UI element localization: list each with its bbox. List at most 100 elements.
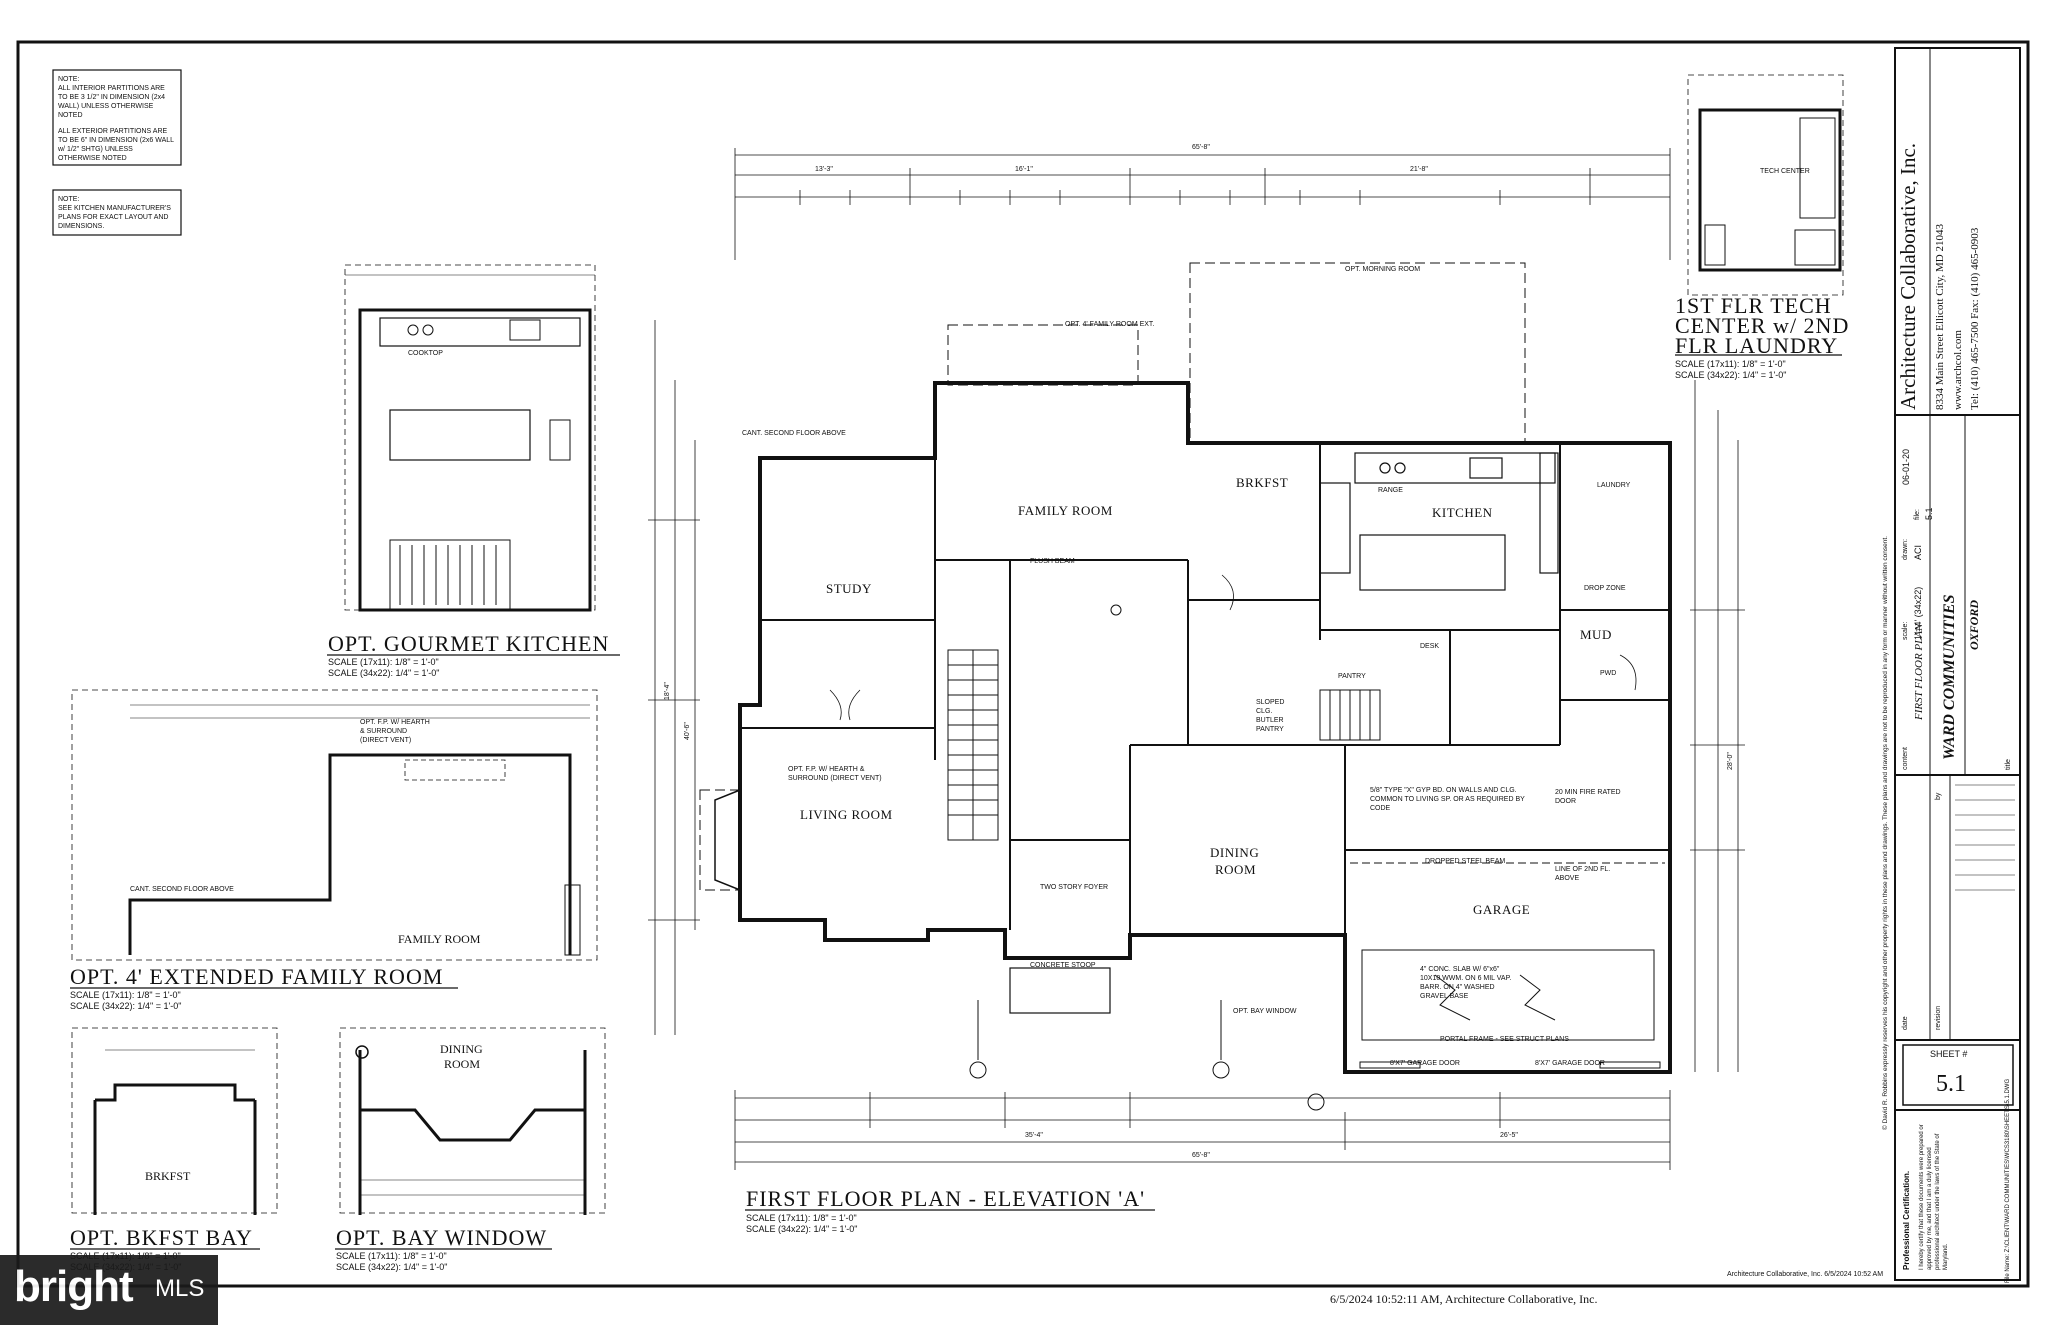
note-heading: NOTE: — [58, 76, 80, 83]
room-dining-line2: ROOM — [1215, 862, 1257, 877]
drawn-value: ACI — [1913, 544, 1923, 560]
dim-segment: 35'-4" — [1025, 1132, 1043, 1139]
scale-note: SCALE (34x22): 1/4" = 1'-0" — [746, 1224, 858, 1234]
sheet-number-box — [1902, 1044, 2014, 1106]
title-tech-center-line2: CENTER w/ 2ND — [1675, 313, 1850, 338]
room-bay-room: ROOM — [444, 1057, 481, 1071]
dim-segment: 18'-4" — [664, 682, 671, 700]
label-conc-slab: 4" CONC. SLAB W/ 6"x6" 10X10 WWM. ON 6 M… — [1420, 966, 1512, 1000]
title-tech-center-line3: FLR LAUNDRY — [1675, 333, 1839, 358]
dim-segment: 28'-0" — [1727, 752, 1734, 770]
note-partitions-interior: NOTE: ALL INTERIOR PARTITIONS ARE TO BE … — [58, 75, 176, 120]
room-mud: MUD — [1580, 627, 1612, 642]
room-laundry: LAUNDRY — [1597, 482, 1631, 489]
revision-by-header: by — [1935, 792, 1942, 800]
bay-window-inset — [339, 1027, 606, 1215]
main-plan-exterior — [738, 381, 1672, 1074]
gourmet-kitchen-inset — [344, 264, 596, 612]
note-heading: NOTE: — [58, 196, 80, 203]
label-gyp-bd: 5/8" TYPE "X" GYP BD. ON WALLS AND CLG. … — [1370, 787, 1525, 812]
title-bay-window: OPT. BAY WINDOW — [336, 1225, 548, 1250]
room-living: LIVING ROOM — [800, 807, 893, 822]
label-sloped-clg: SLOPED CLG. BUTLER PANTRY — [1256, 699, 1285, 733]
drawn-label: drawn: — [1902, 538, 1909, 560]
sheet-number: 5.1 — [1936, 1071, 1966, 1097]
date-value: 06-01-20 — [1901, 448, 1911, 485]
main-kitchen — [1319, 452, 1559, 591]
plot-stamp: 6/5/2024 10:52:11 AM, Architecture Colla… — [1330, 1292, 1598, 1306]
label-dropped-steel-beam: DROPPED STEEL BEAM — [1425, 858, 1506, 865]
label-concrete-stoop: CONCRETE STOOP — [1030, 962, 1096, 969]
main-stairs — [947, 649, 1381, 841]
dim-segment: 40'-6" — [684, 722, 691, 740]
label-portal-frame: PORTAL FRAME - SEE STRUCT PLANS — [1440, 1036, 1569, 1043]
room-kitchen: KITCHEN — [1432, 505, 1493, 520]
firm-website: www.archcol.com — [1952, 330, 1964, 410]
title-extended-family: OPT. 4' EXTENDED FAMILY ROOM — [70, 964, 444, 989]
label-range: RANGE — [1378, 487, 1403, 494]
door-swings — [829, 574, 1637, 721]
main-side-dimensions — [648, 320, 1745, 1072]
logo-mls: MLS — [155, 1275, 205, 1302]
scale-note: SCALE (34x22): 1/4" = 1'-0" — [1675, 370, 1787, 380]
room-family-ext: FAMILY ROOM — [398, 932, 481, 946]
label-opt-fireplace-ext: OPT. F.P. W/ HEARTH & SURROUND (DIRECT V… — [360, 719, 430, 744]
label-flush-beam: FLUSH BEAM — [1030, 558, 1075, 565]
scale-note: SCALE (17x11): 1/8" = 1'-0" — [328, 657, 439, 667]
dim-overall-top: 65'-8" — [1192, 144, 1210, 151]
dim-segment: 21'-8" — [1410, 166, 1428, 173]
room-two-story-foyer: TWO STORY FOYER — [1040, 884, 1109, 891]
label-garage-door: 8'X7' GARAGE DOOR — [1535, 1060, 1605, 1067]
client-name: WARD COMMUNITIES — [1941, 594, 1958, 760]
room-dining: DINING — [1210, 845, 1260, 860]
file-label: file: — [1914, 509, 1921, 520]
note-kitchen: NOTE: SEE KITCHEN MANUFACTURER'S PLANS F… — [58, 195, 176, 231]
title-tech-center-line1: 1ST FLR TECH — [1675, 293, 1832, 318]
file-path: File Name: Z:\CLIENT\WARD COMMUNITIES\WC… — [2005, 1078, 2011, 1283]
main-optional-outlines — [699, 262, 1526, 891]
logo-brand: bright — [14, 1262, 134, 1311]
scale-note: SCALE (34x22): 1/4" = 1'-0" — [70, 1001, 182, 1011]
note-text: ALL INTERIOR PARTITIONS ARE TO BE 3 1/2"… — [58, 85, 165, 119]
label-cant-second-ext: CANT. SECOND FLOOR ABOVE — [130, 886, 234, 893]
scale-note: SCALE (34x22): 1/4" = 1'-0" — [336, 1262, 448, 1272]
label-garage-door: 8'X7' GARAGE DOOR — [1390, 1060, 1460, 1067]
file-value: 5.1 — [1924, 507, 1934, 520]
scale-label: scale: — [1902, 621, 1909, 640]
bkfst-bay-inset — [71, 1027, 278, 1215]
project-name: OXFORD — [1967, 599, 1981, 650]
room-tech-center: TECH CENTER — [1760, 168, 1810, 175]
main-bottom-dimensions — [734, 1090, 1671, 1170]
certification-text: I hereby certify that these documents we… — [1919, 1124, 1949, 1270]
content-label: content — [1902, 747, 1909, 770]
title-bkfst-bay: OPT. BKFST BAY — [70, 1225, 253, 1250]
main-garage-details — [1350, 862, 1665, 1069]
dim-overall-bottom: 65'-8" — [1192, 1152, 1210, 1159]
label-opt-fireplace: OPT. F.P. W/ HEARTH & SURROUND (DIRECT V… — [788, 766, 882, 782]
dim-segment: 26'-5" — [1500, 1132, 1518, 1139]
label-family-ext: OPT. 4' FAMILY ROOM EXT. — [1065, 321, 1155, 328]
scale-note: SCALE (17x11): 1/8" = 1'-0" — [336, 1251, 447, 1261]
plot-stamp-small: Architecture Collaborative, Inc. 6/5/202… — [1727, 1271, 1884, 1278]
room-garage: GARAGE — [1473, 902, 1531, 917]
living-bay — [714, 789, 741, 891]
firm-name: Architecture Collaborative, Inc. — [1896, 142, 1920, 410]
room-family: FAMILY ROOM — [1018, 503, 1113, 518]
room-desk: DESK — [1420, 643, 1440, 650]
main-plan-interior — [740, 443, 1670, 1060]
room-pwd: PWD — [1600, 670, 1617, 677]
sheet-border — [16, 40, 2030, 1288]
concrete-stoop — [1009, 967, 1111, 1014]
label-opt-bay-window: OPT. BAY WINDOW — [1233, 1008, 1297, 1015]
dim-segment: 13'-3" — [815, 166, 833, 173]
revision-date-header: date — [1902, 1016, 1909, 1030]
scale-note: SCALE (17x11): 1/8" = 1'-0" — [1675, 359, 1786, 369]
dim-segment: 16'-1" — [1015, 166, 1033, 173]
room-study: STUDY — [826, 581, 872, 596]
bright-mls-logo: bright MLS — [0, 1255, 218, 1325]
label-morning-room: OPT. MORNING ROOM — [1345, 266, 1421, 273]
scale-value: 1"=4' (34x22) — [1913, 586, 1923, 640]
scale-note: SCALE (17x11): 1/8" = 1'-0" — [746, 1213, 857, 1223]
firm-address: 8334 Main Street Ellicott City, MD 21043 — [1934, 224, 1946, 410]
label-cooktop: COOKTOP — [408, 350, 443, 357]
